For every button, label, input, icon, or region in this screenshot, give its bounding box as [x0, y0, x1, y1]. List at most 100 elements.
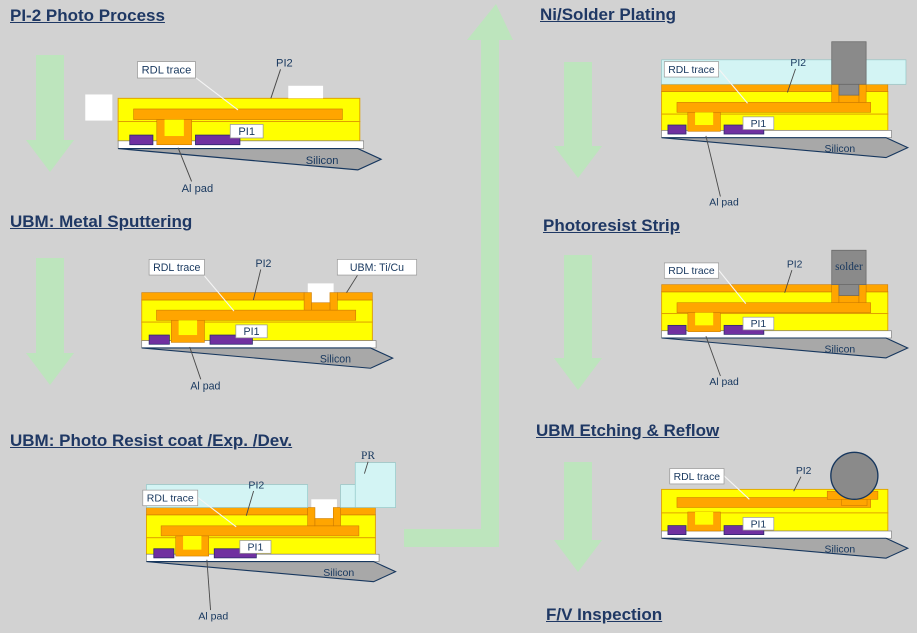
resist-block-top — [288, 85, 324, 99]
step6-title: UBM Etching & Reflow — [536, 421, 720, 440]
silicon-substrate — [661, 537, 910, 559]
flow-arrow-down-5 — [554, 462, 602, 572]
rdl-trace-layer — [160, 525, 360, 557]
step1-title: PI-2 Photo Process — [10, 6, 165, 25]
step2-title: UBM: Metal Sputtering — [10, 212, 193, 231]
svg-text:PI2: PI2 — [787, 259, 803, 270]
solder-plug — [831, 249, 867, 296]
solder-label: solder — [835, 261, 863, 273]
step4-title: Ni/Solder Plating — [540, 5, 677, 24]
svg-text:PI2: PI2 — [276, 57, 293, 69]
al-pad-left — [148, 334, 170, 345]
silicon-substrate — [146, 561, 397, 583]
al-pad-label: Al pad — [705, 135, 739, 209]
svg-text:PI1: PI1 — [238, 126, 255, 138]
diagram-step5: RDL trace PI2 solder PI1 Al pad Silicon — [661, 249, 910, 388]
rdl-trace-label: RDL trace — [663, 61, 748, 104]
pi2-label: PI2 — [270, 57, 293, 99]
flow-arrow-down-4 — [554, 255, 602, 390]
rdl-trace-layer — [676, 302, 871, 332]
step5-title: Photoresist Strip — [543, 216, 680, 235]
resist-opening — [311, 499, 337, 520]
ubm-opening — [307, 283, 334, 303]
passivation-layer — [117, 140, 365, 149]
svg-text:PI1: PI1 — [751, 319, 767, 330]
svg-text:PI2: PI2 — [256, 258, 272, 270]
diagram-step6: RDL trace PI2 PI1 Silicon — [661, 451, 910, 559]
diagram-step3: RDL trace PI2 PR PI1 Al pad Silicon — [142, 450, 397, 622]
passivation-layer — [661, 530, 892, 539]
al-pad-right — [209, 334, 253, 345]
silicon-substrate — [118, 148, 383, 171]
svg-text:PI2: PI2 — [248, 479, 264, 491]
ubm-label: UBM: Ti/Cu — [336, 259, 418, 293]
svg-text:RDL trace: RDL trace — [153, 262, 200, 274]
pi2-label: PI2 — [793, 466, 812, 492]
svg-text:PI1: PI1 — [248, 542, 264, 554]
pi1-label: PI1 — [742, 316, 775, 331]
ubm-layer — [141, 292, 373, 311]
rdl-trace-label: RDL trace — [137, 61, 239, 111]
pi2-label: PI2 — [784, 259, 803, 293]
svg-text:PI1: PI1 — [751, 519, 767, 530]
diagram-step1: RDL trace PI2 PI1 Al pad Silicon — [85, 57, 383, 195]
flow-arrow-down-2 — [26, 258, 74, 385]
silicon-label: Silicon — [825, 344, 856, 355]
svg-text:PI1: PI1 — [751, 119, 767, 130]
pi1-label: PI1 — [742, 116, 775, 130]
al-pad-label: Al pad — [189, 346, 221, 392]
silicon-label: Silicon — [825, 144, 856, 155]
silicon-substrate — [661, 337, 910, 359]
svg-text:PI1: PI1 — [244, 326, 260, 338]
silicon-label: Silicon — [323, 567, 354, 579]
al-pad-left — [667, 124, 687, 135]
pi2-label: PI2 — [245, 479, 264, 516]
svg-text:RDL trace: RDL trace — [147, 493, 194, 505]
pi1-label: PI1 — [229, 124, 264, 139]
resist-block-left — [85, 94, 113, 121]
al-pad-right — [195, 134, 241, 146]
rdl-trace-layer — [133, 108, 343, 146]
al-pad-label: Al pad — [198, 559, 228, 622]
svg-text:PI2: PI2 — [796, 466, 812, 477]
silicon-substrate — [661, 137, 910, 159]
flow-connector-arrowhead — [467, 4, 513, 40]
pi2-label: PI2 — [786, 58, 806, 93]
svg-text:PR: PR — [361, 450, 375, 462]
svg-text:RDL trace: RDL trace — [674, 472, 721, 483]
flow-connector-arrow — [404, 36, 499, 547]
rdl-trace-layer — [156, 309, 357, 343]
rdl-trace-label: RDL trace — [663, 262, 747, 304]
svg-text:Al pad: Al pad — [709, 198, 739, 209]
svg-text:Al pad: Al pad — [709, 377, 739, 388]
rdl-trace-layer — [676, 497, 871, 532]
silicon-label: Silicon — [825, 545, 856, 556]
solder-ball — [830, 451, 879, 501]
svg-text:Al pad: Al pad — [182, 183, 214, 195]
pr-label: PR — [361, 450, 375, 474]
silicon-label: Silicon — [306, 155, 339, 167]
al-pad-left — [129, 134, 154, 146]
svg-text:PI2: PI2 — [790, 58, 806, 69]
al-pad-label: Al pad — [705, 336, 739, 388]
svg-text:UBM: Ti/Cu: UBM: Ti/Cu — [350, 262, 404, 274]
diagram-step2: RDL trace PI2 UBM: Ti/Cu PI1 Al pad Sili… — [141, 258, 418, 392]
diagram-step4: RDL trace PI2 PI1 Al pad Silicon — [661, 41, 910, 209]
ubm-layer — [146, 507, 376, 527]
solder-plug — [831, 41, 867, 96]
pi1-label: PI1 — [742, 517, 775, 531]
rdl-trace-layer — [676, 102, 871, 132]
al-pad-left — [667, 324, 687, 335]
step7-title: F/V Inspection — [546, 605, 663, 624]
pi1-label: PI1 — [235, 324, 268, 339]
svg-text:RDL trace: RDL trace — [142, 65, 192, 77]
flow-arrow-down-1 — [26, 55, 74, 172]
silicon-label: Silicon — [320, 354, 351, 366]
flow-arrow-down-3 — [554, 62, 602, 178]
svg-text:RDL trace: RDL trace — [668, 266, 715, 277]
svg-text:Al pad: Al pad — [190, 380, 220, 392]
rdl-trace-label: RDL trace — [148, 259, 235, 312]
al-pad-left — [153, 548, 175, 559]
